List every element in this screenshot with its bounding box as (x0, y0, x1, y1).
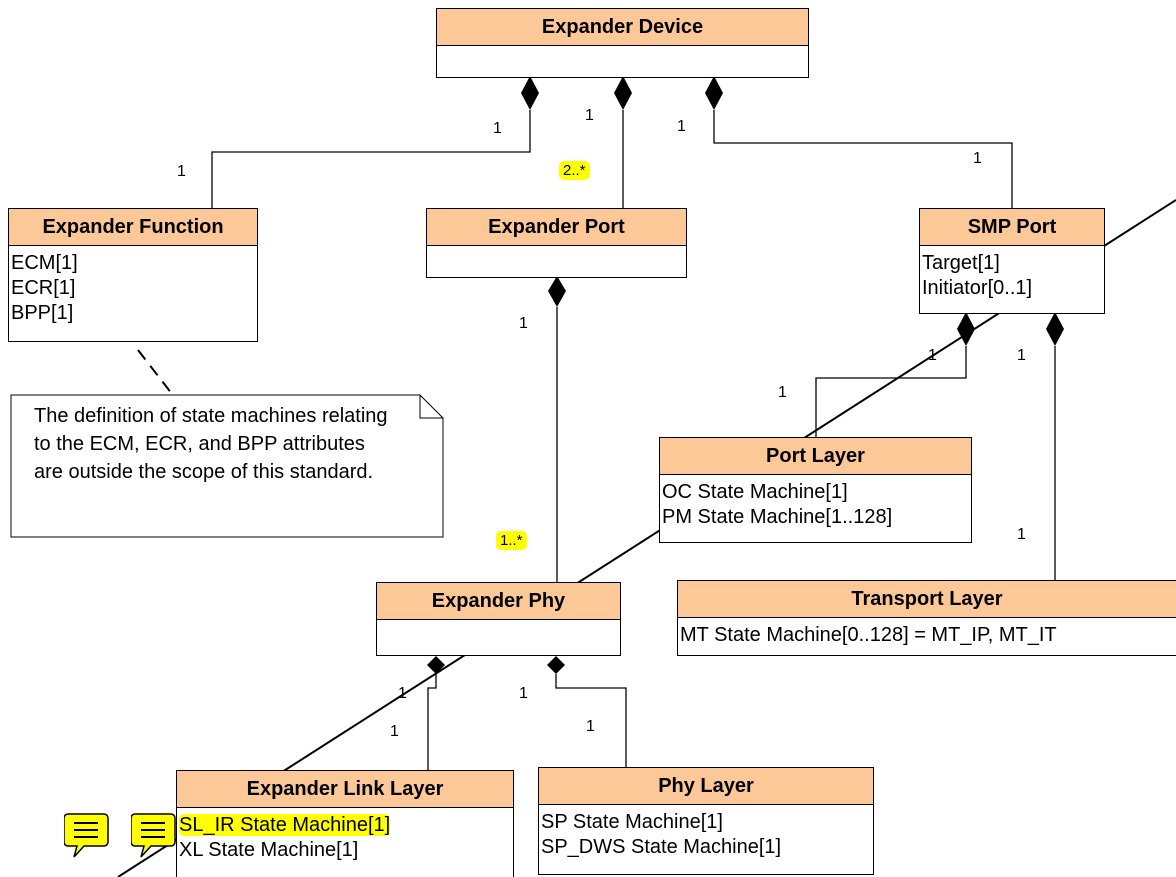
class-attributes: SP State Machine[1] SP_DWS State Machine… (539, 805, 873, 860)
multiplicity-label: 1 (519, 315, 528, 332)
multiplicity-label: 1 (928, 347, 937, 364)
multiplicity-label: 1 (177, 163, 186, 180)
class-title: Expander Link Layer (177, 771, 513, 808)
class-attributes: OC State Machine[1] PM State Machine[1..… (660, 475, 971, 530)
class-title: SMP Port (920, 209, 1104, 246)
attribute: OC State Machine[1] (662, 481, 848, 503)
attribute: Initiator[0..1] (922, 277, 1033, 299)
multiplicity-label: 1..* (496, 531, 527, 550)
multiplicity-label: 1 (586, 718, 595, 735)
composition-diamonds (427, 76, 1064, 674)
note: The definition of state machines relatin… (10, 394, 444, 538)
multiplicity-label: 1 (585, 107, 594, 124)
phy-layer-class[interactable]: Phy Layer SP State Machine[1] SP_DWS Sta… (538, 767, 874, 875)
highlighted-attribute: SL_IR State Machine[1] (179, 814, 391, 836)
attribute: Target[1] (922, 252, 1000, 274)
attribute: SL_IR State Machine[1] (179, 813, 513, 838)
class-attributes: ECM[1] ECR[1] BPP[1] (9, 246, 257, 326)
attribute: BPP[1] (11, 302, 74, 324)
note-shape (10, 394, 444, 538)
multiplicity-label: 1 (390, 723, 399, 740)
comment-icon[interactable] (64, 812, 110, 860)
multiplicity-label: 1 (973, 150, 982, 167)
expander-function-class[interactable]: Expander Function ECM[1] ECR[1] BPP[1] (8, 208, 258, 342)
multiplicity-label: 1 (1017, 347, 1026, 364)
expander-port-class[interactable]: Expander Port (426, 208, 687, 278)
multiplicity-label: 1 (778, 384, 787, 401)
class-title: Transport Layer (678, 581, 1176, 618)
expander-phy-class[interactable]: Expander Phy (376, 582, 621, 656)
attribute: ECM[1] (11, 252, 78, 274)
multiplicity-label: 2..* (559, 161, 590, 180)
expander-link-layer-class[interactable]: Expander Link Layer SL_IR State Machine[… (176, 770, 514, 877)
port-layer-class[interactable]: Port Layer OC State Machine[1] PM State … (659, 437, 972, 543)
class-title: Expander Phy (377, 583, 620, 620)
class-title: Port Layer (660, 438, 971, 475)
class-attributes: MT State Machine[0..128] = MT_IP, MT_IT (678, 618, 1176, 648)
attribute: MT State Machine[0..128] = MT_IP, MT_IT (680, 624, 1057, 646)
class-title: Phy Layer (539, 768, 873, 805)
multiplicity-label: 1 (493, 120, 502, 137)
class-title: Expander Function (9, 209, 257, 246)
class-title: Expander Device (437, 9, 808, 46)
multiplicity-label: 1 (677, 118, 686, 135)
note-text: The definition of state machines relatin… (34, 405, 388, 483)
attribute: PM State Machine[1..128] (662, 506, 893, 528)
class-attributes: SL_IR State Machine[1] XL State Machine[… (177, 808, 513, 863)
multiplicity-label: 1 (398, 685, 407, 702)
smp-port-class[interactable]: SMP Port Target[1] Initiator[0..1] (919, 208, 1105, 314)
transport-layer-class[interactable]: Transport Layer MT State Machine[0..128]… (677, 580, 1176, 656)
multiplicity-label: 1 (1017, 526, 1026, 543)
comment-icon[interactable] (131, 812, 177, 860)
attribute: ECR[1] (11, 277, 76, 299)
expander-device-class[interactable]: Expander Device (436, 8, 809, 78)
multiplicity-label: 1 (519, 685, 528, 702)
attribute: SP_DWS State Machine[1] (541, 836, 782, 858)
class-title: Expander Port (427, 209, 686, 246)
attribute: SP State Machine[1] (541, 811, 723, 833)
attribute: XL State Machine[1] (179, 839, 359, 861)
class-attributes: Target[1] Initiator[0..1] (920, 246, 1104, 301)
